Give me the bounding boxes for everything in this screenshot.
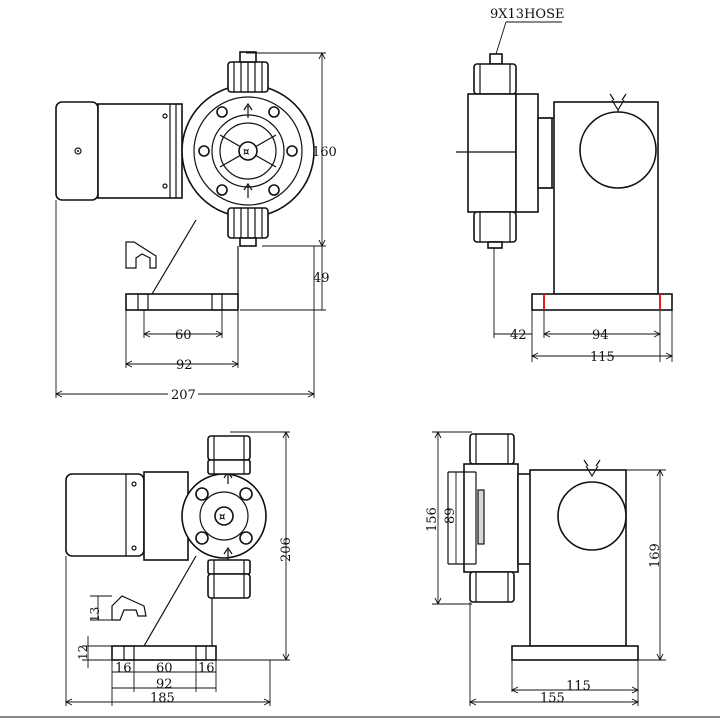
motor-screw	[74, 147, 82, 155]
view-bottom-right: 156 89 169 115 155	[425, 430, 666, 706]
flow-arrow-up-lower	[243, 182, 253, 198]
dim-60: 60	[175, 328, 192, 343]
svg-text:¤: ¤	[219, 512, 226, 523]
dim-42: 42	[510, 328, 527, 343]
dim-156: 156	[425, 507, 440, 532]
view-top-left: ¤ 160	[54, 51, 337, 403]
dim-207: 207	[171, 388, 196, 403]
hose-label: 9X13HOSE	[490, 7, 564, 22]
dim-49: 49	[313, 271, 330, 286]
base-plate	[125, 293, 239, 311]
view-top-right: 9X13HOSE 42 94 115	[456, 7, 674, 365]
dim-89: 89	[443, 507, 458, 524]
dim-12: 12	[76, 645, 90, 660]
dim-13: 13	[88, 607, 102, 622]
dim-115-top: 115	[590, 350, 615, 365]
side-base-2	[511, 645, 639, 661]
dim-169: 169	[648, 543, 663, 568]
dim-92: 92	[176, 358, 193, 373]
flow-arrow-up	[243, 102, 253, 118]
pump-side-body	[467, 93, 517, 213]
pump-logo: ¤	[243, 147, 250, 158]
dim-160: 160	[312, 145, 337, 160]
base-plate-2	[111, 645, 217, 661]
motor-cap-2	[65, 473, 145, 557]
dim-16-left: 16	[115, 661, 132, 676]
bracket-hook	[125, 241, 157, 269]
dim-94: 94	[592, 328, 609, 343]
motor-round-cover-2	[557, 481, 627, 551]
dim-16-right: 16	[198, 661, 215, 676]
side-base	[531, 293, 673, 311]
dim-206: 206	[279, 537, 294, 562]
dim-185: 185	[150, 691, 175, 706]
motor-round-cover	[579, 111, 657, 189]
dim-155: 155	[540, 691, 565, 706]
motor-body	[97, 103, 183, 199]
dim-92-b: 92	[156, 677, 173, 692]
pump-side-body-2	[463, 463, 519, 573]
view-bottom-left: ¤ 206 13 12	[64, 430, 294, 706]
dim-60-b: 60	[156, 661, 173, 676]
dim-115-b: 115	[566, 679, 591, 694]
